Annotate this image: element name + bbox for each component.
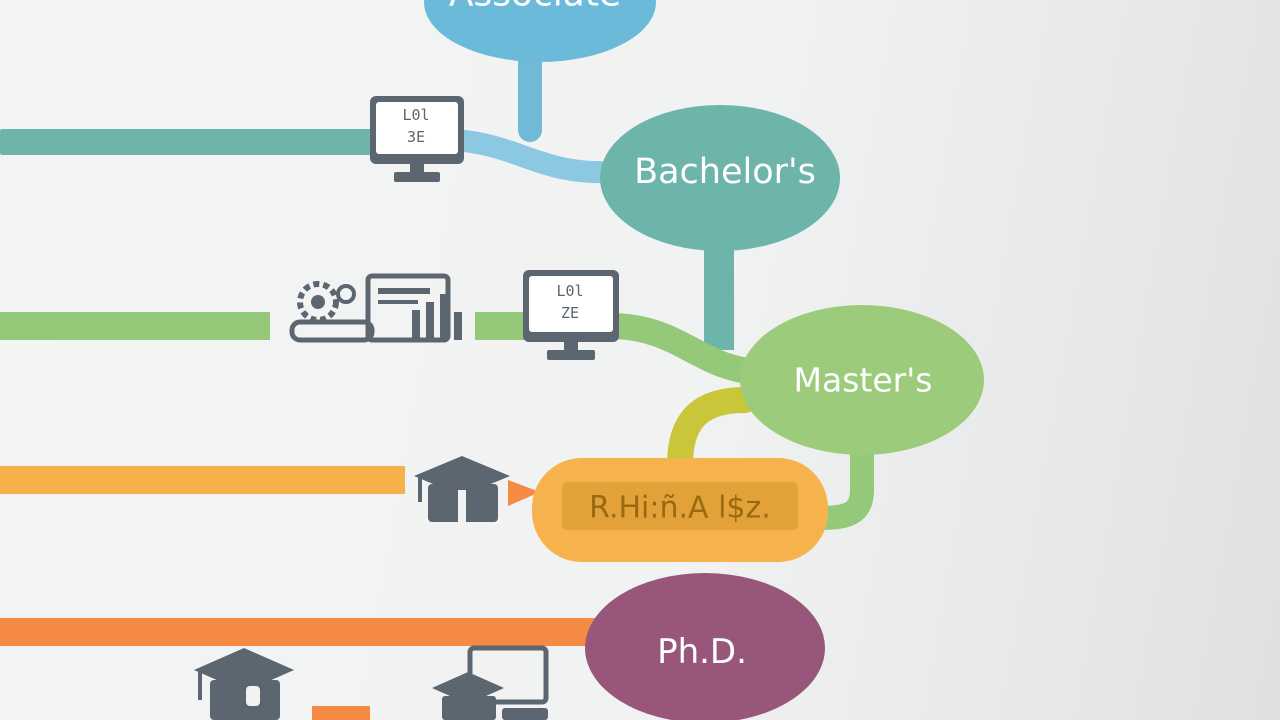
node-garbled-label: R.Hi:ñ.A l$z.	[589, 491, 771, 526]
node-associate[interactable]: Associate	[424, 0, 656, 62]
graduation-cap-icon	[414, 456, 510, 522]
node-bachelors-label: Bachelor's	[634, 152, 816, 192]
connector-green-masters	[597, 313, 773, 385]
node-masters-label: Master's	[794, 361, 933, 400]
bar-chart-icon	[365, 273, 462, 343]
track-deep-orange	[0, 618, 600, 646]
computer-monitor-icon-2: L0l ZE	[523, 270, 619, 360]
monitor2-text-2: ZE	[561, 304, 579, 322]
track-teal	[0, 129, 380, 155]
track-orange	[0, 466, 405, 494]
graduation-monitor-icon	[432, 645, 549, 720]
node-phd[interactable]: Ph.D.	[585, 573, 825, 720]
connector-bachelors-masters	[704, 240, 734, 350]
node-bachelors[interactable]: Bachelor's	[600, 105, 840, 251]
node-masters[interactable]: Master's	[740, 305, 984, 455]
connector-masters-garbled-green	[808, 438, 874, 530]
track-green-left	[0, 312, 270, 340]
node-garbled[interactable]: R.Hi:ñ.A l$z.	[532, 458, 828, 562]
node-phd-label: Ph.D.	[657, 632, 747, 672]
connector-masters-garbled-olive	[667, 387, 758, 478]
connector-orange-arrow	[508, 480, 540, 506]
track-deep-orange-stub	[312, 706, 370, 720]
monitor2-text-1: L0l	[556, 282, 583, 300]
monitor-text-1: L0l	[402, 106, 429, 124]
monitor-text-2: 3E	[407, 128, 425, 146]
computer-monitor-icon: L0l 3E	[370, 96, 464, 182]
node-associate-label: Associate	[449, 0, 621, 15]
connector-associate-bachelors	[444, 129, 623, 184]
graduation-cap-icon-2	[194, 648, 294, 720]
gear-icon	[289, 281, 375, 343]
